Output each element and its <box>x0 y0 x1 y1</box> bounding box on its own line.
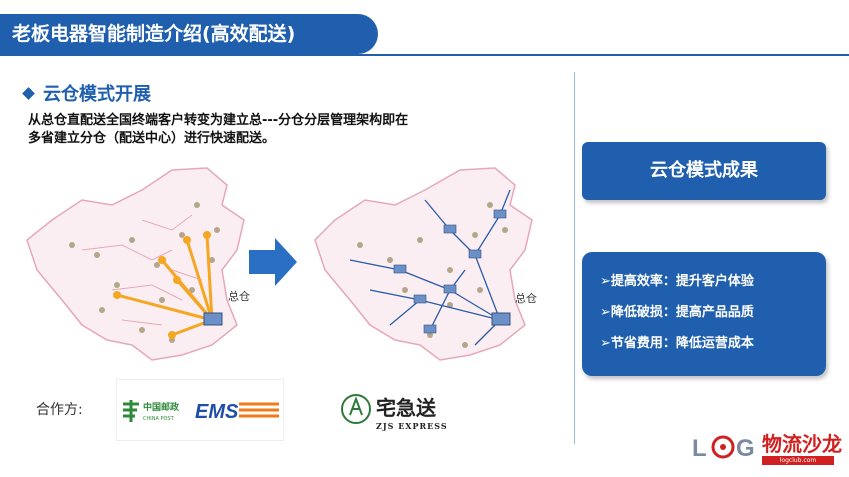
province-borders-left <box>81 214 203 326</box>
title-underline <box>0 54 849 56</box>
china-post-en-text: CHINA POST <box>143 416 175 422</box>
vertical-divider <box>574 72 575 444</box>
zjs-en-text: ZJS EXPRESS <box>376 421 448 431</box>
china-post-ems-logo: 中国邮政 CHINA POST EMS <box>116 379 284 441</box>
warehouse-icon <box>203 312 223 326</box>
result-item: ➢节省费用：降低运营成本 <box>600 336 754 351</box>
section-heading: 云仓模式开展 <box>22 80 151 106</box>
logclub-brand-logo: L G 物流沙龙 logclub.com <box>692 428 842 468</box>
log-logo-graphic: L G <box>692 435 755 462</box>
diamond-bullet-icon <box>22 86 35 100</box>
map-outline-right <box>314 167 533 361</box>
svg-text:L: L <box>692 435 707 462</box>
result-item-text: 节省费用：降低运营成本 <box>610 336 754 351</box>
section-description: 从总仓直配送全国终端客户转变为建立总---分仓分层管理架构即在 多省建立分仓（配… <box>28 112 548 148</box>
arrowheads-left <box>113 231 211 339</box>
description-line-2: 多省建立分仓（配送中心）进行快速配送。 <box>28 131 276 146</box>
china-post-cn-text: 中国邮政 <box>143 401 180 413</box>
central-warehouse-label: 总仓 <box>228 289 250 303</box>
brand-cn-text: 物流沙龙 <box>762 432 842 456</box>
description-line-1: 从总仓直配送全国终端客户转变为建立总---分仓分层管理架构即在 <box>28 113 409 128</box>
section-heading-text: 云仓模式开展 <box>43 84 151 105</box>
transition-arrow-icon <box>249 238 297 286</box>
zjs-express-logo: 宅急送 ZJS EXPRESS <box>338 385 468 437</box>
result-item: ➢降低破损：提高产品品质 <box>600 305 754 320</box>
result-item-text: 提高效率：提升客户体验 <box>610 274 754 289</box>
city-markers-right <box>357 202 508 348</box>
ems-text: EMS <box>195 401 239 423</box>
central-warehouse-label-right: 总仓 <box>515 291 537 305</box>
central-warehouse-icon <box>491 312 511 326</box>
china-map-direct-delivery: 总仓 <box>26 167 250 361</box>
result-item-text: 降低破损：提高产品品质 <box>610 305 754 320</box>
results-list: ➢提高效率：提升客户体验 ➢降低破损：提高产品品质 ➢节省费用：降低运营成本 <box>582 252 826 376</box>
china-map-cloud-warehouse: 总仓 <box>314 167 537 361</box>
partners-label: 合作方: <box>36 402 83 418</box>
svg-text:G: G <box>736 435 755 462</box>
result-item: ➢提高效率：提升客户体验 <box>600 274 754 289</box>
results-heading: 云仓模式成果 <box>582 142 826 200</box>
city-markers-left <box>69 202 220 343</box>
branch-warehouse-icons <box>393 209 507 334</box>
zjs-logo-graphic: 宅急送 ZJS EXPRESS <box>341 394 448 431</box>
zjs-cn-text: 宅急送 <box>376 396 437 420</box>
brand-sub-text: logclub.com <box>762 456 834 465</box>
page-title: 老板电器智能制造介绍(高效配送) <box>0 14 378 54</box>
china-post-logo-graphic: 中国邮政 CHINA POST EMS <box>123 400 279 423</box>
map-outline-left <box>26 167 245 361</box>
